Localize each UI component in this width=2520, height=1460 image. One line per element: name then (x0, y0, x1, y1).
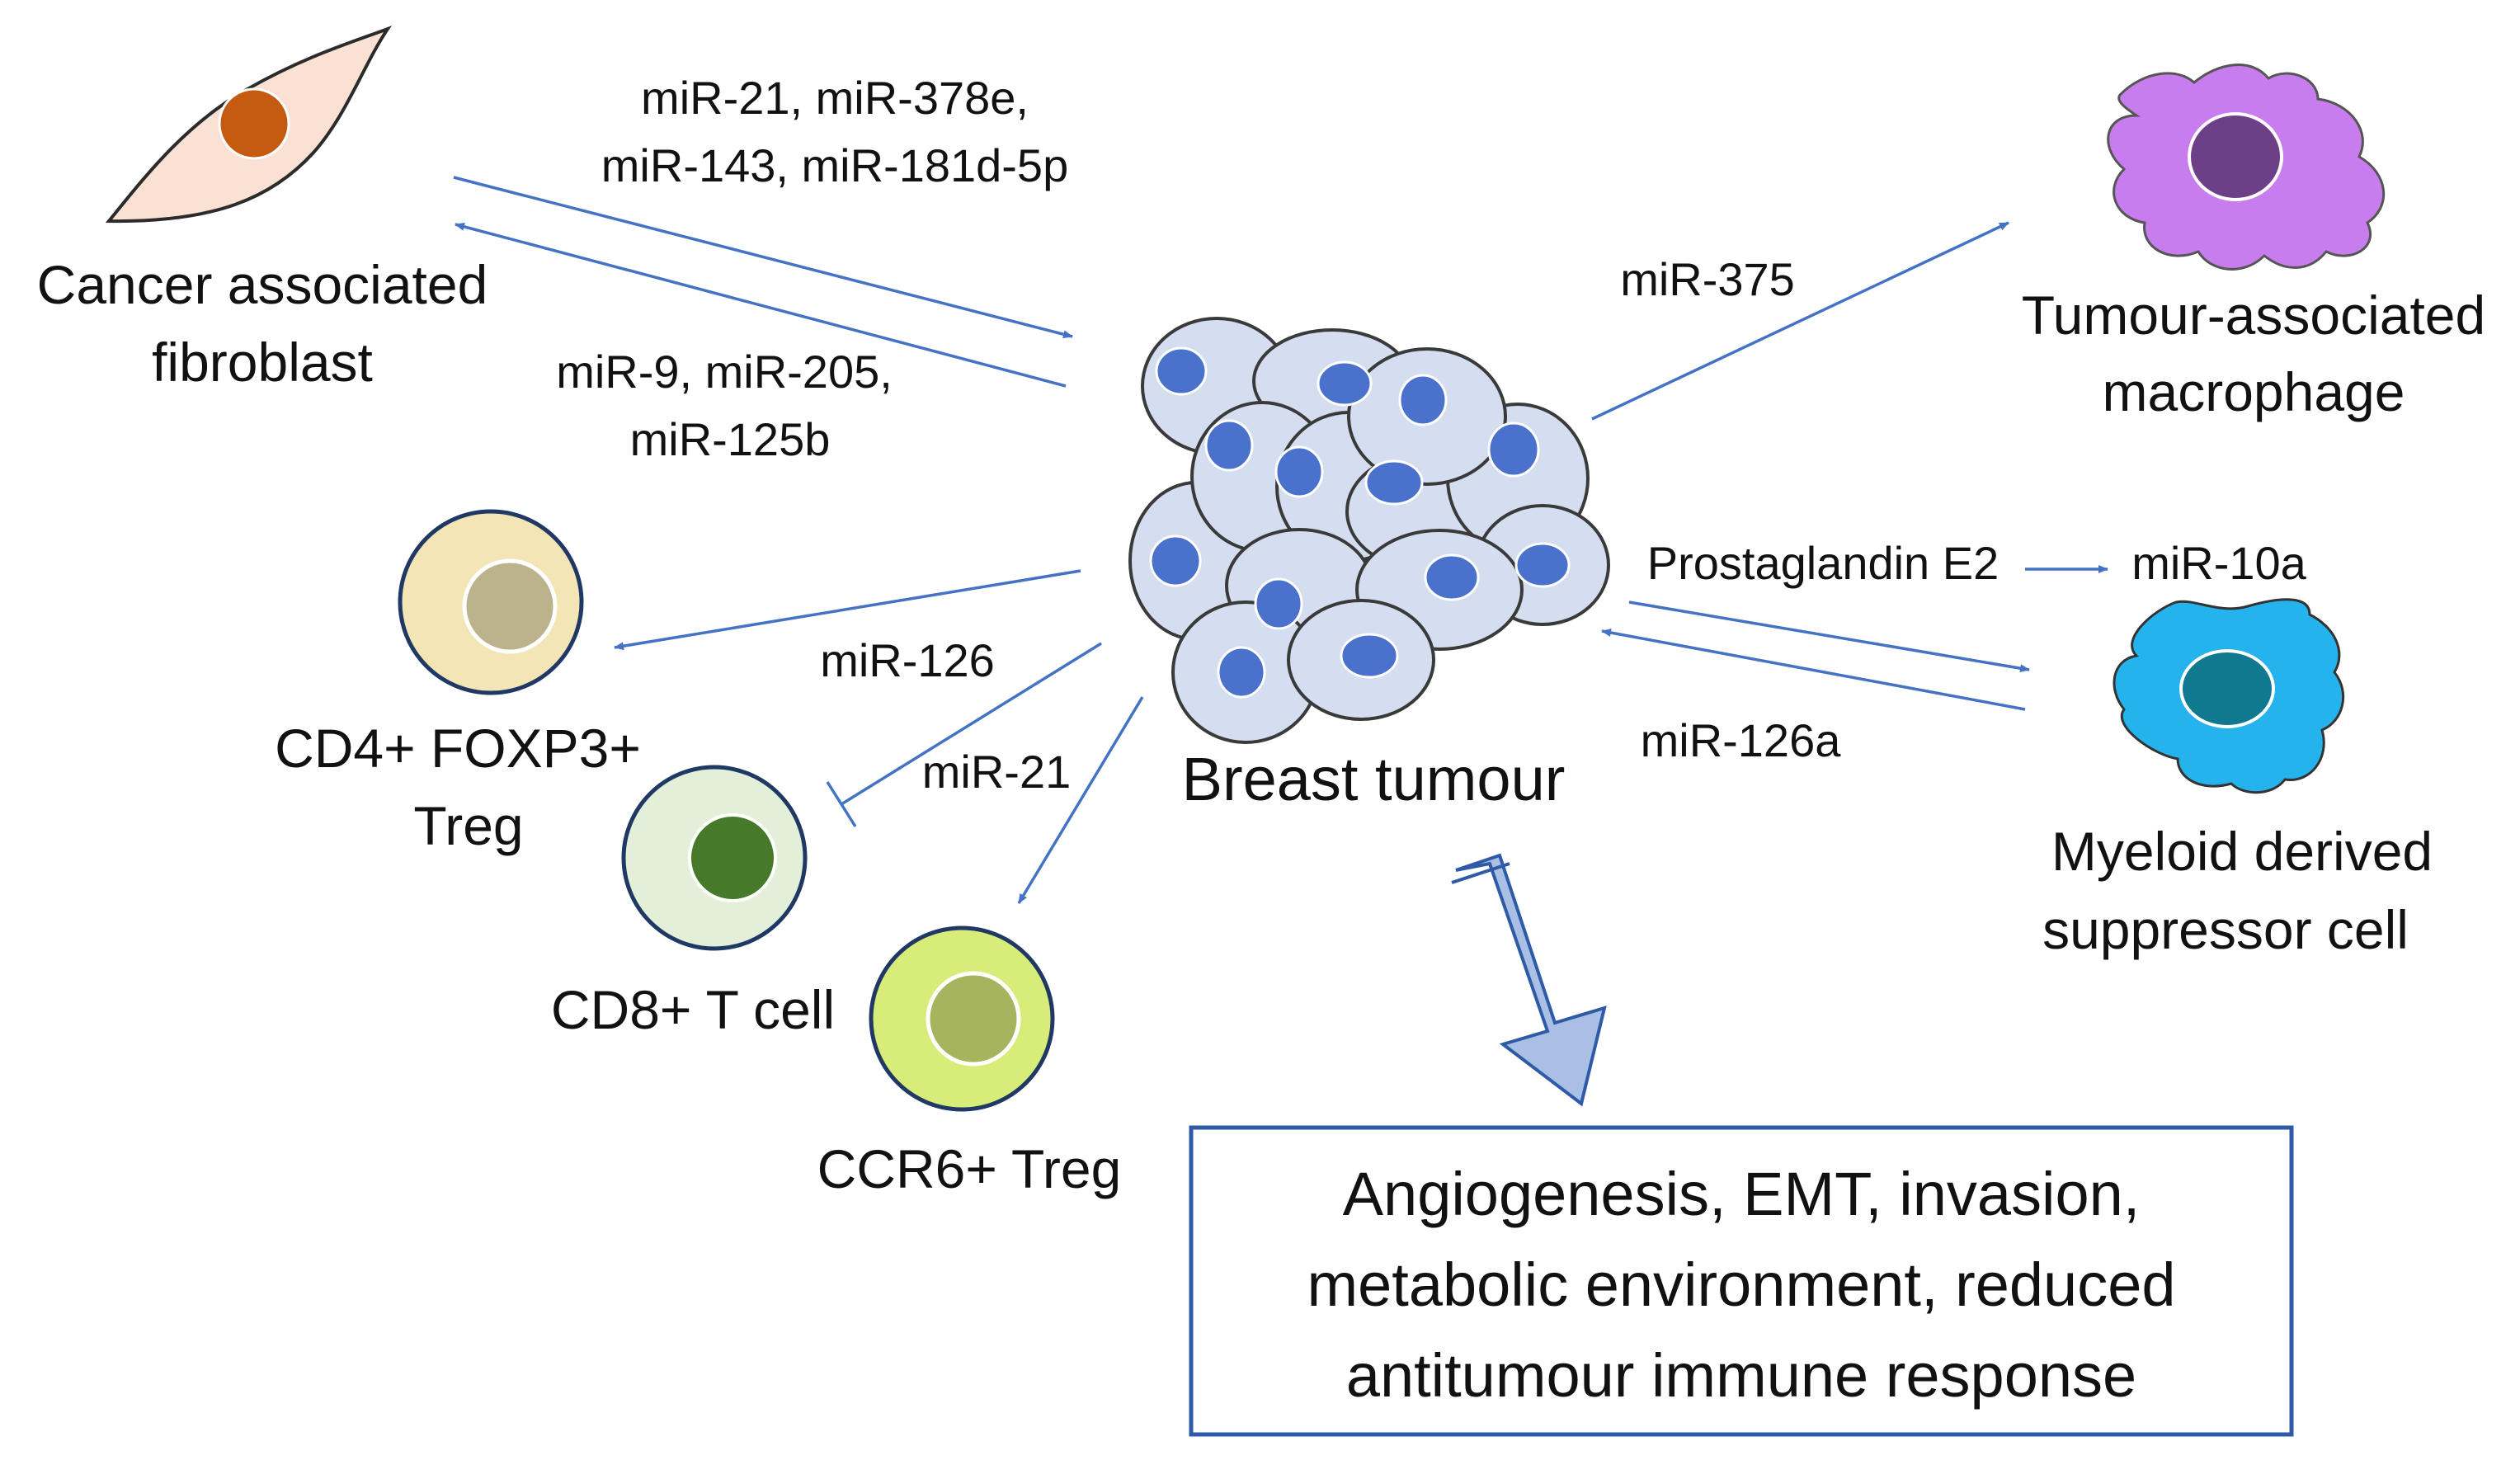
tumour-nucleus (1149, 535, 1202, 587)
tumour-nucleus (1254, 577, 1303, 630)
mir-to-tumour-line1: miR-21, miR-378e, (641, 72, 1029, 124)
treg-label-line2: Treg (413, 795, 523, 856)
inhibit-bar (826, 781, 857, 827)
arrow-tumour-to-fibroblast (455, 222, 1067, 388)
arrow-mdsc-to-tumour (1601, 629, 2026, 711)
tumour-nucleus (1364, 459, 1424, 506)
tumour-nucleus (1317, 360, 1373, 407)
ccr6-cell (869, 925, 1055, 1112)
fibroblast-label-line1: Cancer associated (37, 254, 488, 315)
mir-to-tumour-line2: miR-143, miR-181d-5p (601, 139, 1068, 191)
tumour-nucleus (1155, 346, 1208, 396)
mir-126a-label: miR-126a (1641, 714, 1842, 766)
mir-to-fibroblast-line2: miR-125b (630, 413, 831, 465)
mdsc-label-line1: Myeloid derived (2051, 821, 2433, 882)
ccr6-nucleus (926, 971, 1021, 1067)
block-arrow-shape (1455, 853, 1607, 1107)
fibroblast-cell (105, 25, 393, 224)
outcome-line2: metabolic environment, reduced (1307, 1250, 2175, 1319)
tumour-nucleus (1204, 419, 1254, 472)
arrow-tumour-to-treg (614, 569, 1081, 651)
treg-label-line1: CD4+ FOXP3+ (275, 718, 641, 779)
tumour-label: Breast tumour (1182, 745, 1566, 813)
cd8-cell (621, 765, 808, 951)
arrow-tumour-to-macrophage (1591, 221, 2009, 421)
cd8-label: CD8+ T cell (551, 979, 835, 1040)
prostaglandin-label: Prostaglandin E2 (1647, 537, 2000, 589)
fibroblast-nucleus (218, 87, 290, 160)
inhibit-tumour-to-cd8 (841, 642, 1102, 806)
tumour-nucleus (1398, 374, 1448, 426)
macrophage-label-line2: macrophage (2103, 361, 2405, 422)
tumour-nucleus (1424, 553, 1480, 601)
arrows (453, 176, 2108, 904)
fibroblast-label-line2: fibroblast (152, 332, 373, 393)
outcome-block-arrow (1451, 853, 1607, 1107)
mir-375-label: miR-375 (1620, 253, 1795, 305)
mdsc-label-line2: suppressor cell (2042, 899, 2409, 960)
mir-to-fibroblast-line1: miR-9, miR-205, (556, 346, 893, 398)
mir-10a-label: miR-10a (2131, 537, 2306, 589)
block-arrow-stripe (1451, 862, 1510, 884)
tumour-nucleus (1217, 646, 1266, 699)
outcome-box (1189, 1125, 2294, 1437)
mir-21-label: miR-21 (922, 746, 1071, 798)
treg-nucleus (462, 558, 558, 654)
tumour-nuclei (1149, 346, 1571, 699)
arrow-tumour-to-mdsc (1628, 600, 2030, 673)
cd8-nucleus (688, 813, 777, 902)
tumour-cluster (1128, 317, 1610, 744)
tumour-nucleus (1340, 633, 1399, 679)
ccr6-label: CCR6+ Treg (817, 1138, 1122, 1199)
tumour-nucleus (1274, 445, 1324, 498)
arrow-tumour-to-ccr6 (1017, 696, 1144, 904)
arrow-fibroblast-to-tumour (453, 176, 1073, 339)
outcome-line3: antitumour immune response (1346, 1341, 2136, 1410)
mdsc-nucleus (2179, 649, 2275, 728)
mdsc-cell (2113, 598, 2345, 794)
tumour-nucleus (1514, 542, 1571, 588)
tumour-nucleus (1487, 422, 1540, 478)
mir-126-label: miR-126 (820, 634, 995, 686)
outcome-line1: Angiogenesis, EMT, invasion, (1343, 1160, 2141, 1228)
macrophage-label-line1: Tumour-associated (2022, 285, 2485, 346)
macrophage-cell (2107, 64, 2386, 271)
macrophage-nucleus (2188, 112, 2283, 201)
treg-cell (398, 509, 584, 695)
